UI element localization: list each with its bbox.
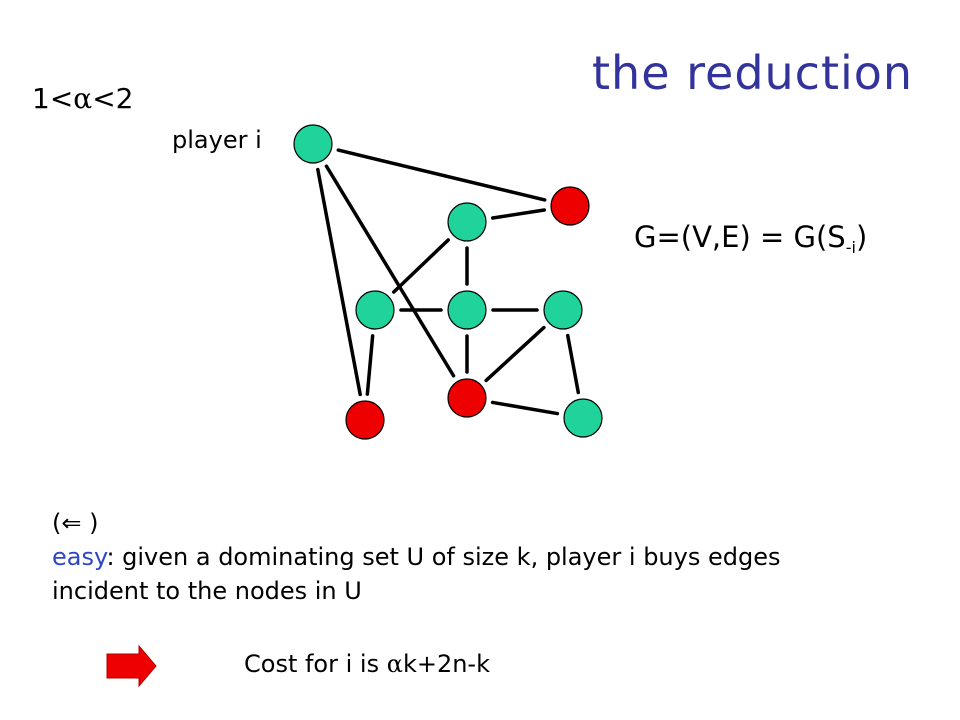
- proof-text: (⇐ ) easy: given a dominating set U of s…: [52, 506, 872, 608]
- graph-definition-text: G=(V,E) = G(S: [634, 220, 846, 254]
- edge-mid-left-bottom-left: [365, 334, 375, 396]
- edge-player-i-bottom-left: [316, 167, 362, 397]
- alpha-range-prefix: 1<: [32, 82, 74, 115]
- node-upper-mid: [447, 202, 487, 242]
- player-i-label: player i: [172, 126, 262, 154]
- alpha-symbol: α: [73, 82, 93, 115]
- edge-upper-mid-mid-left: [392, 238, 450, 294]
- node-mid-left: [355, 290, 395, 330]
- node-top-right: [550, 186, 590, 226]
- slide-title: the reduction: [592, 46, 914, 100]
- node-mid-right: [543, 290, 583, 330]
- direction-close: ): [81, 509, 99, 537]
- edge-bottom-center-bottom-right: [490, 400, 560, 416]
- alpha-range-suffix: <2: [92, 82, 134, 115]
- edge-mid-right-bottom-right: [565, 333, 581, 395]
- node-bottom-left: [345, 400, 385, 440]
- graph-definition-subscript: -i: [845, 238, 856, 257]
- alpha-range-condition: 1<α<2: [32, 82, 133, 115]
- graph-definition-close: ): [855, 220, 868, 254]
- edge-mid-right-bottom-center: [484, 325, 546, 383]
- node-bottom-center: [447, 378, 487, 418]
- cost-statement: Cost for i is αk+2n-k: [244, 650, 490, 678]
- direction-open: (: [52, 509, 62, 537]
- easy-word: easy: [52, 543, 107, 571]
- cost-alpha-symbol: α: [386, 650, 403, 678]
- node-player-i: [293, 124, 333, 164]
- edge-player-i-bottom-center: [324, 164, 456, 378]
- proof-body: : given a dominating set U of size k, pl…: [52, 543, 781, 605]
- direction-line: (⇐ ): [52, 506, 872, 540]
- cost-suffix: k+2n-k: [402, 650, 490, 678]
- node-bottom-right: [563, 398, 603, 438]
- edge-upper-mid-top-right: [490, 208, 547, 220]
- graph-edges: [316, 148, 581, 416]
- proof-sentence: easy: given a dominating set U of size k…: [52, 540, 872, 608]
- edge-player-i-top-right: [336, 148, 547, 202]
- cost-prefix: Cost for i is: [244, 650, 387, 678]
- graph-nodes: [293, 124, 603, 440]
- node-mid-center: [447, 290, 487, 330]
- implies-left-symbol: ⇐: [61, 509, 82, 537]
- right-arrow-icon: [106, 644, 157, 688]
- graph-definition: G=(V,E) = G(S-i): [634, 220, 867, 257]
